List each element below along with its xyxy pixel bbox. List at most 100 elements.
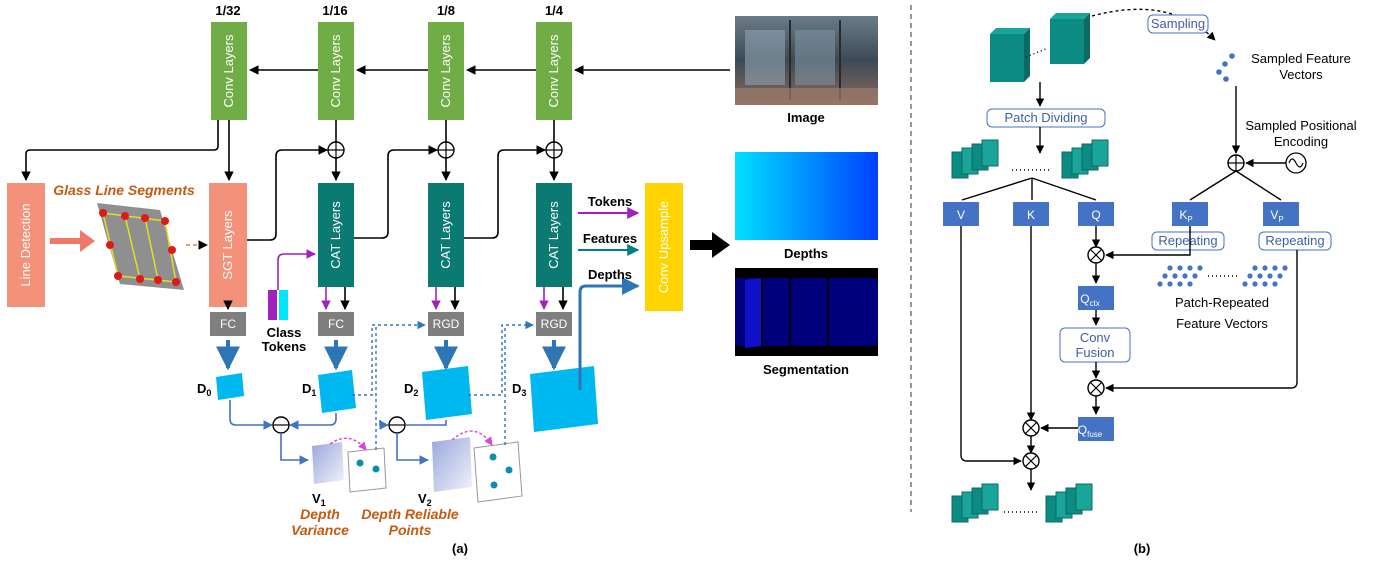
line-detection-arrow (50, 230, 95, 252)
depth-variance-label-line2: Variance (291, 522, 349, 538)
reliable-points-1 (347, 447, 387, 493)
plus-node-1 (327, 141, 345, 159)
output-arrow (690, 232, 730, 258)
depths-output-label: Depths (784, 246, 828, 261)
v-label: V (957, 208, 965, 222)
rgd-label: RGD (433, 317, 460, 331)
line-detection-label: Line Detection (18, 203, 33, 286)
rgd-label: RGD (541, 317, 568, 331)
output-depths-image (735, 152, 878, 240)
sampled-feature-vectors-line2: Vectors (1279, 67, 1323, 82)
conv-layers-label: Conv Layers (438, 34, 453, 107)
depth-map-d3 (530, 366, 598, 432)
class-tokens-label-line2: Tokens (262, 339, 307, 354)
conv-layers-label: Conv Layers (546, 34, 561, 107)
feature-cube-2 (1050, 13, 1090, 64)
times-node-1 (1087, 246, 1105, 264)
caption-a: (a) (452, 541, 468, 556)
sampled-feature-dots (1216, 53, 1235, 82)
cat-layers-label: CAT Layers (328, 201, 343, 269)
q-fuse-block: Qfuse (1078, 417, 1114, 441)
cat-layers-label: CAT Layers (438, 201, 453, 269)
segmentation-label: Segmentation (763, 362, 849, 377)
depth-map-d1 (318, 370, 356, 413)
conv-layers-1-8: Conv Layers (428, 22, 464, 120)
patch-repeated-line1: Patch-Repeated (1175, 295, 1269, 310)
class-tokens-label-line1: Class (267, 325, 302, 340)
variance-map-v2 (432, 437, 472, 492)
depth-reliable-points-label-line2: Points (389, 522, 432, 538)
cat-layers-3: CAT Layers (536, 183, 572, 287)
class-tokens (268, 290, 288, 320)
conv-layers-label: Conv Layers (221, 34, 236, 107)
kp-label: KP (1179, 208, 1192, 224)
reliable-points-2 (473, 441, 523, 503)
sgt-layers-label: SGT Layers (220, 210, 235, 280)
glass-line-segments-label: Glass Line Segments (53, 182, 195, 198)
scale-label-1-8: 1/8 (437, 3, 455, 18)
kp-block: KP (1172, 202, 1208, 226)
feature-cube-1 (990, 28, 1030, 82)
glass-line-segments-image (97, 203, 184, 290)
sampled-feature-vectors-line1: Sampled Feature (1251, 51, 1351, 66)
q-fuse-label: Qfuse (1078, 423, 1103, 439)
output-segmentation-image (735, 268, 878, 356)
depth-label-d0: D0 (197, 381, 211, 398)
conv-layers-1-4: Conv Layers (536, 22, 572, 120)
repeating-label-1: Repeating (1158, 233, 1217, 248)
cat-layers-1: CAT Layers (318, 183, 354, 287)
variance-label-v1: V1 (312, 491, 326, 508)
conv-layers-1-16: Conv Layers (318, 22, 354, 120)
patch-cubes-top-right (1061, 139, 1109, 179)
k-label: K (1027, 208, 1035, 222)
times-node-3 (1022, 419, 1040, 437)
image-label: Image (787, 110, 825, 125)
cat-layers-label: CAT Layers (546, 201, 561, 269)
fc-block-1: FC (318, 312, 354, 336)
patch-cubes-top-left (951, 139, 999, 179)
times-node-2 (1087, 379, 1105, 397)
tokens-arrow-label: Tokens (588, 194, 633, 209)
plus-node-b (1227, 154, 1245, 172)
rgd-block-2: RGD (536, 312, 572, 336)
depth-variance-label-line1: Depth (300, 506, 340, 522)
q-ctx-label: Qctx (1080, 292, 1100, 308)
fc-label: FC (328, 317, 344, 331)
sgt-layers-block: SGT Layers (209, 183, 247, 307)
depth-label-d1: D1 (302, 381, 316, 398)
conv-fusion-line2: Fusion (1075, 345, 1114, 360)
variance-map-v1 (312, 442, 344, 484)
q-block: Q (1078, 202, 1114, 226)
sampling-label: Sampling (1151, 16, 1205, 31)
conv-layers-label: Conv Layers (328, 34, 343, 107)
conv-upsample-block: Conv Upsample (645, 183, 683, 311)
caption-b: (b) (1134, 541, 1151, 556)
k-block: K (1013, 202, 1049, 226)
cat-layers-2: CAT Layers (428, 183, 464, 287)
patch-repeated-dots (1157, 265, 1288, 287)
depth-label-d2: D2 (404, 381, 418, 398)
plus-node-3 (545, 141, 563, 159)
depth-reliable-points-label-line1: Depth Reliable (361, 506, 458, 522)
minus-node-2 (388, 416, 406, 434)
depths-arrow-label: Depths (588, 267, 632, 282)
repeating-label-2: Repeating (1265, 233, 1324, 248)
conv-layers-1-32: Conv Layers (211, 22, 247, 120)
minus-node-1 (272, 416, 290, 434)
rgd-block-1: RGD (428, 312, 464, 336)
scale-label-1-4: 1/4 (545, 3, 564, 18)
patch-cubes-bottom-left (951, 483, 999, 523)
v-block: V (943, 202, 979, 226)
conv-upsample-label: Conv Upsample (656, 201, 671, 294)
line-detection-block: Line Detection (7, 183, 45, 307)
plus-node-2 (437, 141, 455, 159)
vp-label: VP (1270, 208, 1283, 224)
fc-block-0: FC (210, 312, 246, 336)
vp-block: VP (1263, 202, 1299, 226)
depth-map-d2 (422, 366, 472, 420)
patch-repeated-line2: Feature Vectors (1176, 316, 1268, 331)
conv-fusion-block (1059, 327, 1131, 363)
scale-label-1-32: 1/32 (215, 3, 240, 18)
